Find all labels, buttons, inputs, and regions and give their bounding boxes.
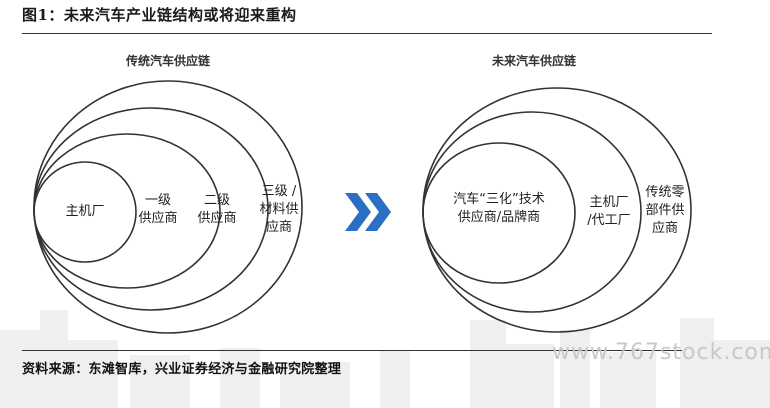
source-rule <box>22 350 682 351</box>
double-chevron-right-icon <box>345 193 391 231</box>
right-ring-0 <box>422 142 576 284</box>
left-panel-title: 传统汽车供应链 <box>125 54 211 68</box>
left-ring-label-tier2: 二级 供应商 <box>197 193 237 226</box>
watermark: www.767stock.com <box>552 340 770 365</box>
figure-source: 资料来源：东滩智库，兴业证券经济与金融研究院整理 <box>22 362 342 377</box>
left-ring-0 <box>33 161 137 263</box>
skyline-background <box>0 310 770 408</box>
left-ring-1 <box>33 133 221 289</box>
right-ring-label-parts: 传统零 部件供 应商 <box>645 185 685 236</box>
title-rule <box>22 33 712 34</box>
right-ring-label-tech: 汽车“三化”技术 供应商/品牌商 <box>453 192 545 225</box>
left-ring-label-tier1: 一级 供应商 <box>138 193 178 226</box>
left-ring-label-tier3: 三级 / 材料供 应商 <box>259 184 299 235</box>
right-ring-label-oem: 主机厂 /代工厂 <box>587 195 631 228</box>
right-panel-title: 未来汽车供应链 <box>491 54 577 68</box>
figure-title: 图1：未来汽车产业链结构或将迎来重构 <box>22 6 297 24</box>
left-ring-label-oem: 主机厂 <box>65 204 105 219</box>
